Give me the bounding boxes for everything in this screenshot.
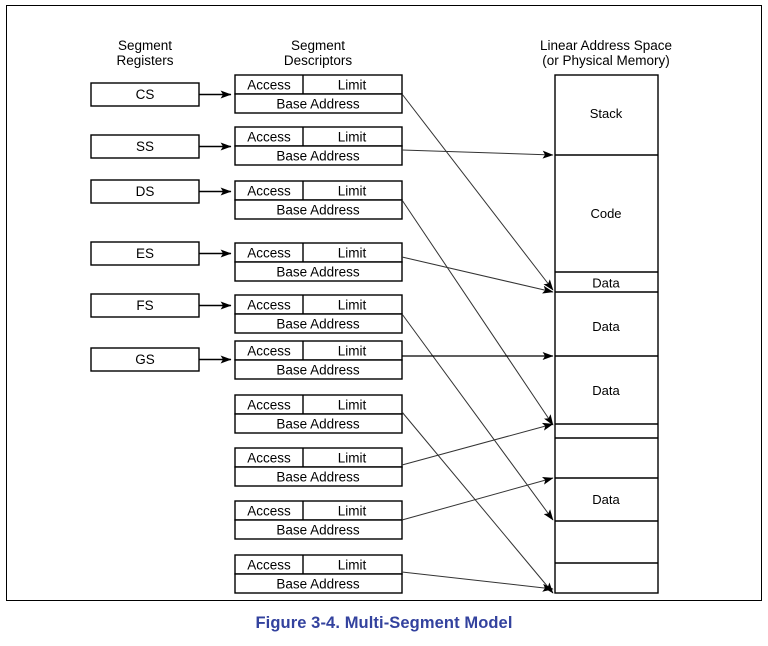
page-border [6,5,762,601]
figure-caption: Figure 3-4. Multi-Segment Model [255,614,513,632]
